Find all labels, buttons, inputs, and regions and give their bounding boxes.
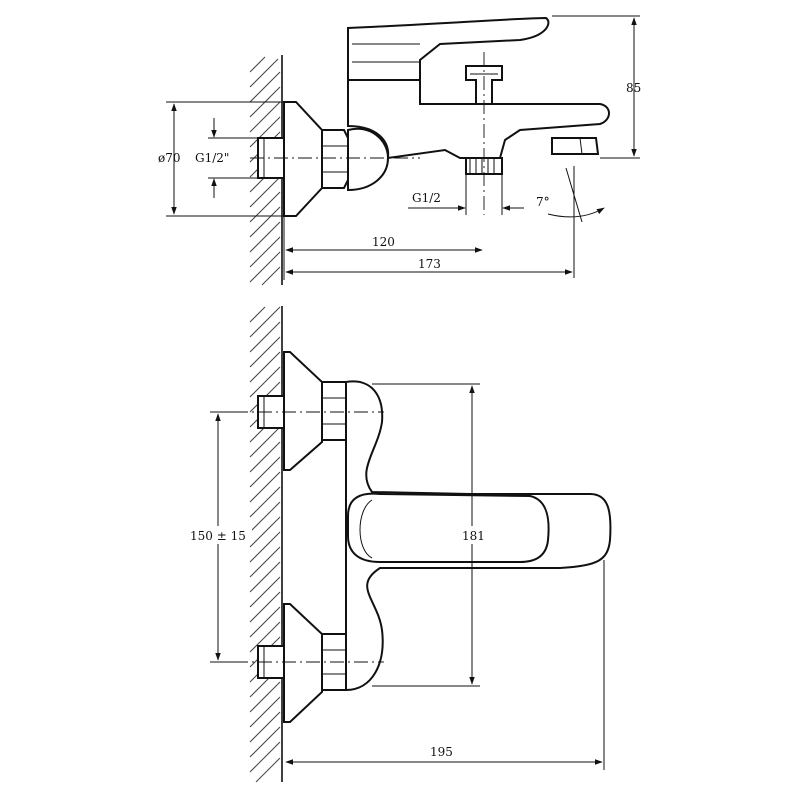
- spout-tip: [551, 137, 600, 155]
- dim-height-85: 85: [552, 15, 641, 159]
- side-view: ø70 G1/2" 85 G1/2: [158, 15, 641, 286]
- wall-section-top: [249, 55, 283, 286]
- angle-label: 7°: [536, 195, 550, 209]
- depth-label-173: 173: [418, 257, 441, 271]
- dim-spout-thread: G1/2: [408, 174, 524, 215]
- center-distance-label: 150 ± 15: [190, 529, 246, 543]
- depth-label-120: 120: [372, 235, 395, 249]
- hex-nut-top: [321, 129, 349, 189]
- wall-section-front: [249, 306, 283, 783]
- diameter-label: ø70: [158, 151, 181, 165]
- dim-diameter-70: ø70: [158, 101, 284, 217]
- dim-center-distance: 150 ± 15: [186, 411, 252, 663]
- depth-label-195: 195: [430, 745, 453, 759]
- height-label-181: 181: [462, 529, 485, 543]
- front-lever: [347, 492, 550, 563]
- dim-depth-120: 120: [283, 216, 483, 280]
- mixer-body: [347, 79, 610, 160]
- inlet-thread-label: G1/2": [195, 151, 229, 165]
- dim-inlet-thread: G1/2": [195, 118, 258, 198]
- lower-escutcheon: [283, 603, 323, 723]
- dim-depth-195: 195: [285, 560, 605, 770]
- lever-handle: [347, 16, 550, 81]
- dim-angle-7: 7°: [536, 166, 605, 278]
- spout-thread-label: G1/2: [412, 191, 441, 205]
- upper-escutcheon: [283, 351, 323, 471]
- escutcheon-top: [283, 101, 323, 217]
- dim-height-181: 181: [372, 383, 486, 687]
- front-view: 150 ± 15 181 195: [186, 306, 612, 783]
- dim-depth-173: 173: [285, 257, 573, 275]
- height-label-85: 85: [626, 81, 641, 95]
- upper-hex-nut: [321, 381, 347, 441]
